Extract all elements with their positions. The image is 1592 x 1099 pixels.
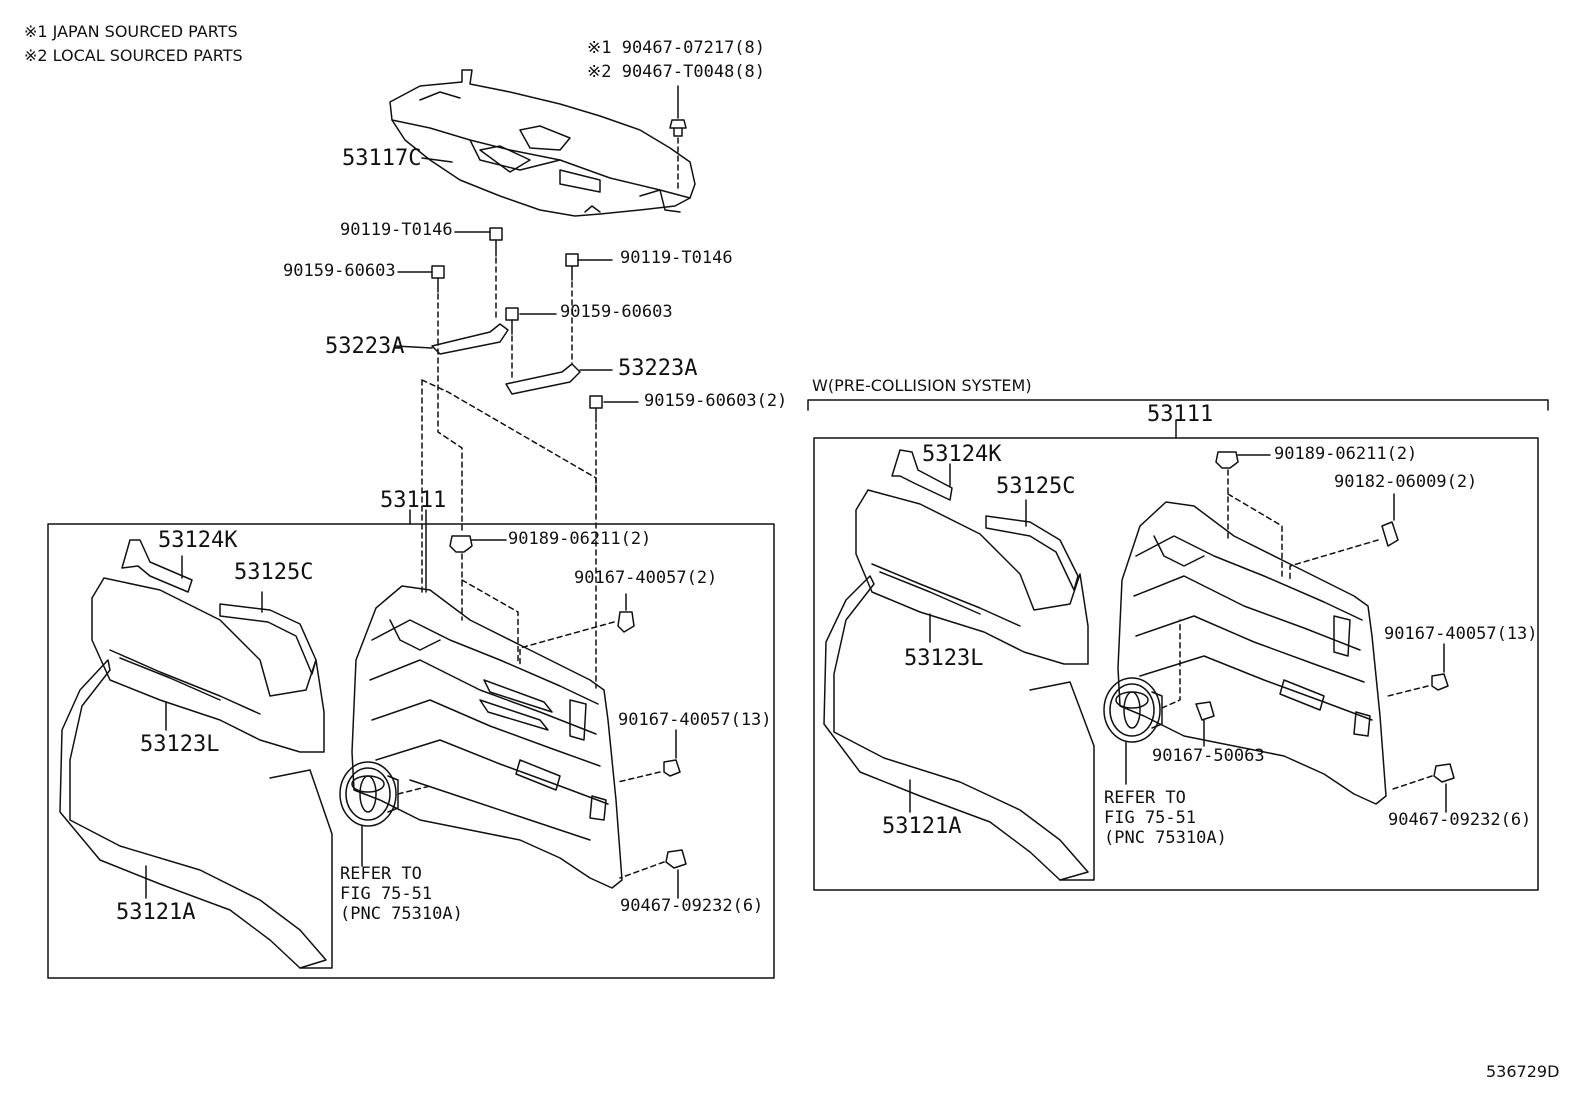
- label-right-moulding-lower[interactable]: 53125C: [996, 474, 1076, 499]
- bolt-shape-c: [565, 253, 579, 281]
- emblem-shape-right: [1103, 677, 1163, 743]
- grille-body-shape-left: [351, 585, 623, 889]
- label-left-grille-lower[interactable]: 53121A: [116, 900, 196, 925]
- label-bracket-right[interactable]: 53223A: [618, 356, 698, 381]
- left-assembly-frame: [47, 523, 775, 979]
- label-screw-right[interactable]: 90159-60603(2): [644, 391, 788, 411]
- right-assembly-frame: [813, 437, 1539, 891]
- note-local-sourced: ※2 LOCAL SOURCED PARTS: [24, 46, 243, 65]
- label-bolt-right-upper[interactable]: 90119-T0146: [620, 248, 733, 268]
- label-right-grille-upper[interactable]: 53123L: [904, 646, 984, 671]
- label-left-moulding-upper[interactable]: 53124K: [158, 528, 238, 553]
- grille-upper-shape-left: [91, 577, 325, 753]
- moulding-upper-shape-left: [121, 539, 193, 593]
- grille-upper-shape-right: [855, 489, 1089, 665]
- clip-shape-top: [669, 119, 687, 137]
- label-bolt-right-lower[interactable]: 90159-60603: [560, 302, 673, 322]
- label-bolt-left-lower[interactable]: 90159-60603: [283, 261, 396, 281]
- screw-shape: [589, 395, 603, 423]
- bolt-shape-b: [431, 265, 445, 293]
- clip-a-shape-left: [617, 611, 635, 633]
- label-clip-variant-1[interactable]: ※1 90467-07217(8): [587, 38, 766, 58]
- bracket-shape-left: [394, 323, 509, 355]
- label-left-assembly-title[interactable]: 53111: [380, 488, 447, 513]
- clip-c-shape-right: [1433, 763, 1455, 783]
- label-left-refer[interactable]: REFER TO FIG 75-51 (PNC 75310A): [340, 864, 463, 924]
- bracket-shape-right: [505, 363, 613, 395]
- clip-b-shape-left: [663, 759, 681, 777]
- right-assembly-bracket: [807, 399, 1549, 411]
- label-left-moulding-lower[interactable]: 53125C: [234, 560, 314, 585]
- label-right-clip-c[interactable]: 90467-09232(6): [1388, 810, 1532, 830]
- label-right-clip-b[interactable]: 90167-40057(13): [1384, 624, 1538, 644]
- label-right-moulding-upper[interactable]: 53124K: [922, 442, 1002, 467]
- label-undercover[interactable]: 53117C: [342, 146, 422, 171]
- nut-shape-right: [1215, 451, 1239, 469]
- label-right-grille-lower[interactable]: 53121A: [882, 814, 962, 839]
- label-left-clip-a[interactable]: 90167-40057(2): [574, 568, 718, 588]
- moulding-upper-shape-right: [891, 449, 953, 501]
- grille-lower-shape-left: [59, 659, 333, 969]
- label-left-grille-upper[interactable]: 53123L: [140, 732, 220, 757]
- screw-shape-right: [1195, 701, 1215, 721]
- nut-shape-left: [449, 535, 473, 553]
- bolt-shape-a: [489, 227, 503, 257]
- label-right-retainer[interactable]: 90182-06009(2): [1334, 472, 1478, 492]
- retainer-shape-right: [1381, 521, 1399, 547]
- label-right-assembly-title[interactable]: 53111: [1147, 402, 1214, 427]
- grille-lower-shape-right: [823, 575, 1095, 881]
- label-left-clip-b[interactable]: 90167-40057(13): [618, 710, 772, 730]
- label-clip-variant-2[interactable]: ※2 90467-T0048(8): [587, 62, 766, 82]
- label-left-nut[interactable]: 90189-06211(2): [508, 529, 652, 549]
- engine-undercover-shape: [389, 69, 696, 217]
- label-right-refer[interactable]: REFER TO FIG 75-51 (PNC 75310A): [1104, 788, 1227, 848]
- grille-body-shape-right: [1117, 501, 1387, 805]
- label-bolt-left-upper[interactable]: 90119-T0146: [340, 220, 453, 240]
- moulding-lower-shape-left: [219, 603, 317, 675]
- clip-b-shape-right: [1431, 673, 1449, 691]
- note-japan-sourced: ※1 JAPAN SOURCED PARTS: [24, 22, 238, 41]
- label-right-screw[interactable]: 90167-50063: [1152, 746, 1265, 766]
- label-right-condition: W(PRE-COLLISION SYSTEM): [812, 376, 1032, 395]
- bolt-shape-d: [505, 307, 519, 335]
- label-left-clip-c[interactable]: 90467-09232(6): [620, 896, 764, 916]
- label-right-nut[interactable]: 90189-06211(2): [1274, 444, 1418, 464]
- clip-c-shape-left: [665, 849, 687, 869]
- label-bracket-left[interactable]: 53223A: [325, 334, 405, 359]
- emblem-shape-left: [339, 761, 399, 827]
- figure-code: 536729D: [1486, 1062, 1560, 1081]
